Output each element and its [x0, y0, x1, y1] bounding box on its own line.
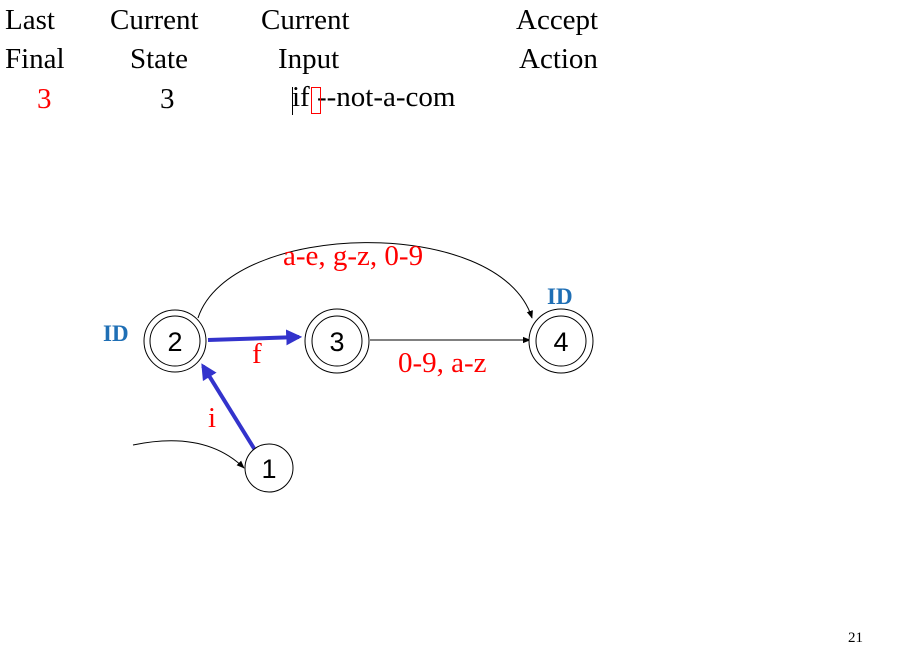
state-4-label: 4 — [553, 327, 568, 357]
state-2-label: 2 — [167, 327, 182, 357]
edge-2-to-3 — [207, 329, 303, 346]
state-1: 1 — [244, 443, 294, 493]
state-1-label: 1 — [261, 454, 276, 484]
state-3: 3 — [304, 308, 370, 374]
header-last-final-line2: Final — [5, 43, 65, 75]
last-final-value: 3 — [37, 83, 52, 115]
edge-1-to-2-label: i — [208, 402, 216, 434]
header-current-state-line2: State — [130, 43, 188, 75]
header-accept-action-line2: Action — [519, 43, 598, 75]
state-4-tag: ID — [547, 284, 573, 309]
state-4: 4 — [528, 308, 594, 374]
input-position-marker — [311, 87, 321, 114]
current-input-value: if --not-a-com — [292, 83, 455, 115]
header-accept-action-line1: Accept — [516, 4, 599, 36]
state-2: 2 — [143, 309, 207, 373]
header-current-state-line1: Current — [110, 4, 199, 36]
page-number: 21 — [848, 630, 863, 646]
edge-2-to-4 — [197, 242, 533, 319]
input-cursor — [292, 87, 293, 115]
edge-1-to-2 — [201, 363, 257, 452]
edge-2-to-3-label: f — [252, 338, 262, 370]
header-last-final-line1: Last — [5, 4, 55, 36]
current-state-value: 3 — [160, 83, 175, 115]
header-current-input-line2: Input — [278, 43, 340, 75]
header-current-input-line1: Current — [261, 4, 350, 36]
state-3-label: 3 — [329, 327, 344, 357]
start-arrow — [132, 440, 245, 469]
edge-2-to-4-label: a-e, g-z, 0-9 — [283, 240, 423, 272]
state-2-tag: ID — [103, 321, 129, 346]
edge-3-to-4-label: 0-9, a-z — [398, 347, 487, 379]
